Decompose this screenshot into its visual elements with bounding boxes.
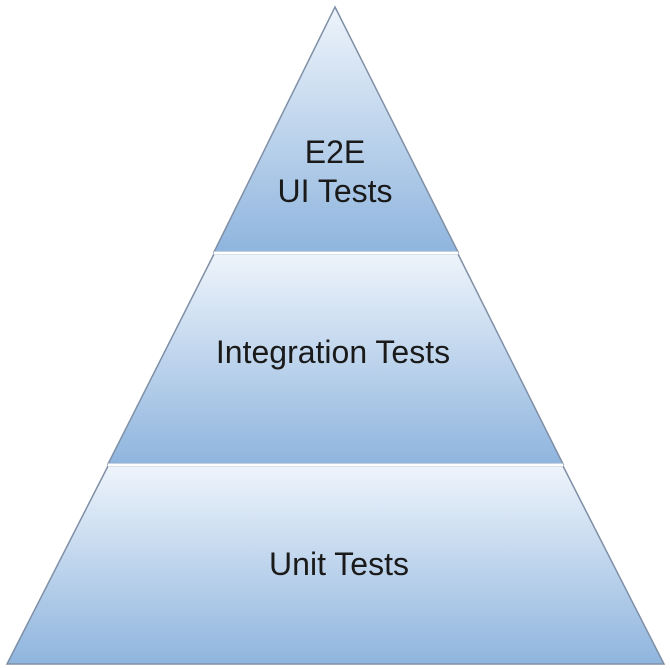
middle-tier-label: Integration Tests <box>216 334 450 370</box>
top-tier-label-line2: UI Tests <box>278 173 393 209</box>
pyramid-tier-top <box>212 5 460 253</box>
bottom-tier-label: Unit Tests <box>269 546 409 582</box>
top-tier-label-line1: E2E <box>305 134 365 170</box>
